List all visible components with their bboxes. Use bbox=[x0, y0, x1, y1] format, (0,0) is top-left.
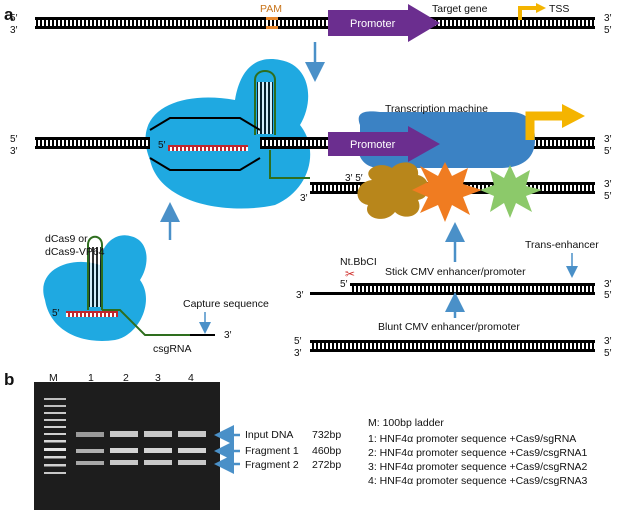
promoter-arrow-middle bbox=[328, 126, 440, 162]
promoter-label-top: Promoter bbox=[350, 18, 396, 30]
stick-5-prime-right: 5′ bbox=[604, 290, 612, 301]
transcription-machine-label: Transcription machine bbox=[385, 103, 488, 115]
small-3-prime: 3′ bbox=[224, 330, 232, 341]
band-size-input: 732bp bbox=[312, 429, 341, 441]
pam-mark-bottom bbox=[266, 26, 278, 29]
legend-line-1: 1: HNF4α promoter sequence +Cas9/sgRNA bbox=[368, 433, 576, 445]
blunt-cmv-label: Blunt CMV enhancer/promoter bbox=[378, 321, 520, 333]
cas9-complex-main bbox=[145, 59, 311, 209]
blunt-3-prime-right: 3′ bbox=[604, 336, 612, 347]
top-5-prime-right: 5′ bbox=[604, 25, 612, 36]
pam-mark-top bbox=[266, 17, 278, 20]
mid-3-prime-right: 3′ bbox=[604, 134, 612, 145]
gel-lane-3 bbox=[144, 431, 172, 465]
factor-orange bbox=[412, 162, 482, 222]
panel-b-label: b bbox=[4, 370, 14, 389]
blunt-3-prime: 3′ bbox=[294, 348, 302, 359]
blunt-cmv-dna bbox=[310, 340, 595, 352]
legend-line-3: 3: HNF4α promoter sequence +Cas9/csgRNA2 bbox=[368, 461, 588, 473]
blunt-5-prime: 5′ bbox=[294, 336, 302, 347]
top-3-prime-right: 3′ bbox=[604, 13, 612, 24]
gel-lane-4 bbox=[178, 431, 206, 465]
blunt-5-prime-right: 5′ bbox=[604, 348, 612, 359]
stick-cmv-dna bbox=[310, 283, 595, 295]
gel-lane-1 bbox=[76, 432, 104, 465]
scissors-icon: ✂ bbox=[345, 267, 355, 281]
band-name-fragment-2: Fragment 2 bbox=[245, 459, 299, 471]
tss-arrow-middle bbox=[562, 104, 585, 128]
top-3-prime: 3′ bbox=[10, 25, 18, 36]
rna-linker bbox=[269, 150, 310, 179]
csgrna-label: csgRNA bbox=[153, 343, 192, 355]
cas9-5-prime: 5′ bbox=[158, 140, 166, 151]
gel-image bbox=[34, 382, 220, 510]
band-size-fragment-1: 460bp bbox=[312, 445, 341, 457]
small-5-prime: 5′ bbox=[52, 308, 60, 319]
pam-label: PAM bbox=[260, 3, 282, 15]
factor-green bbox=[480, 165, 542, 218]
mid-3-prime: 3′ bbox=[10, 146, 18, 157]
mid-5-prime-right: 5′ bbox=[604, 146, 612, 157]
trans-enhancer-label: Trans-enhancer bbox=[525, 239, 599, 251]
legend-line-4: 4: HNF4α promoter sequence +Cas9/csgRNA3 bbox=[368, 475, 588, 487]
factor-brown bbox=[357, 162, 429, 219]
target-gene-label: Target gene bbox=[432, 3, 488, 15]
dcas9-label: dCas9 or bbox=[45, 233, 88, 245]
band-name-fragment-1: Fragment 1 bbox=[245, 445, 299, 457]
promoter-arrow-top bbox=[328, 4, 440, 42]
stick-cmv-label: Stick CMV enhancer/promoter bbox=[385, 266, 526, 278]
panel-a-label: a bbox=[4, 5, 14, 24]
ladder-lane bbox=[44, 398, 66, 474]
lane-label-3: 3 bbox=[155, 372, 161, 384]
top-5-prime: 5′ bbox=[10, 13, 18, 24]
band-size-fragment-2: 272bp bbox=[312, 459, 341, 471]
dcas9-vp64-label: dCas9-VP64 bbox=[45, 246, 105, 258]
enh-3-prime-right: 3′ bbox=[604, 179, 612, 190]
lane-label-m: M bbox=[49, 372, 58, 384]
band-name-input: Input DNA bbox=[245, 429, 293, 441]
promoter-label-middle: Promoter bbox=[350, 139, 396, 151]
lane-label-4: 4 bbox=[188, 372, 194, 384]
enh-3-prime: 3′ bbox=[300, 193, 308, 204]
stick-5-prime: 5′ bbox=[340, 279, 348, 290]
legend-line-m: M: 100bp ladder bbox=[368, 417, 444, 429]
stick-3-prime-right: 3′ bbox=[604, 279, 612, 290]
enh-5-prime-right: 5′ bbox=[604, 191, 612, 202]
gel-lane-2 bbox=[110, 431, 138, 465]
tss-label: TSS bbox=[549, 3, 569, 15]
lane-label-1: 1 bbox=[88, 372, 94, 384]
nt-bbcl-label: Nt.BbCI bbox=[340, 256, 377, 268]
mid-5-prime: 5′ bbox=[10, 134, 18, 145]
top-dna bbox=[35, 17, 595, 29]
lane-label-2: 2 bbox=[123, 372, 129, 384]
tss-arrow-top bbox=[536, 3, 546, 13]
cas9-complex-small bbox=[43, 235, 215, 341]
junction-label: 3′ 5′ bbox=[345, 173, 363, 184]
legend-line-2: 2: HNF4α promoter sequence +Cas9/csgRNA1 bbox=[368, 447, 588, 459]
capture-sequence-label: Capture sequence bbox=[183, 298, 269, 310]
stick-3-prime: 3′ bbox=[296, 290, 304, 301]
